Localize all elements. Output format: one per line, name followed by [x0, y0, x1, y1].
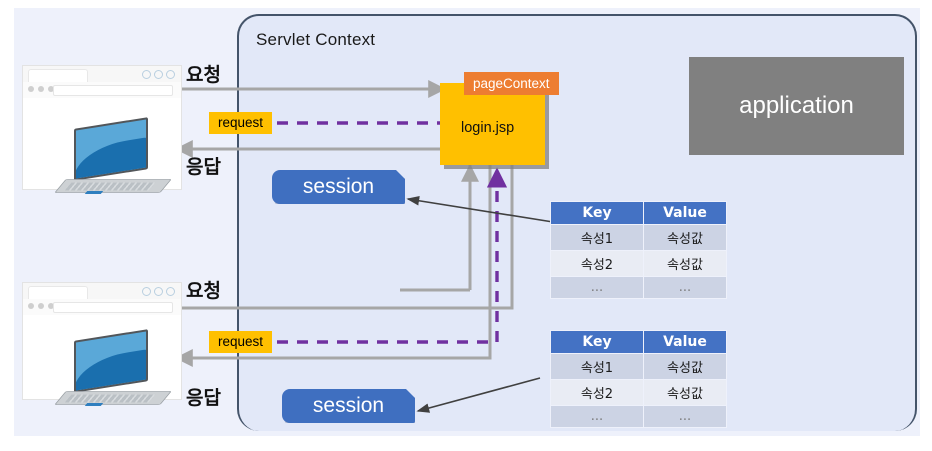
table-cell-value: ...	[643, 276, 727, 299]
browser-tab-top[interactable]	[28, 69, 88, 83]
table-cell-value: 속성값	[643, 224, 727, 251]
session-attr-table-top: Key Value 속성1 속성값 속성2 속성값 ... ...	[550, 201, 727, 299]
browser-nav-icons-top[interactable]	[28, 86, 54, 92]
browser-address-input-top[interactable]	[53, 85, 173, 96]
page-context-badge: pageContext	[464, 72, 559, 95]
browser-tabbar-top	[23, 66, 181, 83]
session-scope-box-top: session	[272, 170, 405, 204]
table-cell-key: ...	[550, 405, 644, 428]
table-header-key: Key	[550, 330, 644, 354]
window-controls-bottom[interactable]	[142, 287, 175, 296]
session-attr-table-bottom: Key Value 속성1 속성값 속성2 속성값 ... ...	[550, 330, 727, 428]
table-row: 속성2 속성값	[550, 250, 727, 277]
table-cell-value: 속성값	[643, 353, 727, 380]
table-cell-key: 속성2	[550, 379, 644, 406]
browser-address-input-bottom[interactable]	[53, 302, 173, 313]
servlet-context-label: Servlet Context	[256, 30, 376, 49]
request-scope-badge-top: request	[209, 112, 273, 135]
jsp-file-label: login.jsp	[461, 120, 515, 136]
browser-nav-icons-bottom[interactable]	[28, 303, 54, 309]
application-scope-box: application	[689, 57, 904, 155]
session-scope-box-bottom: session	[282, 389, 415, 423]
table-header-value: Value	[643, 201, 727, 225]
browser-tabbar-bottom	[23, 283, 181, 300]
table-cell-value: 속성값	[643, 250, 727, 277]
table-row: 속성1 속성값	[550, 224, 727, 251]
session-label-top: session	[302, 175, 375, 198]
table-header-row: Key Value	[550, 201, 727, 225]
table-header-key: Key	[550, 201, 644, 225]
window-controls-top[interactable]	[142, 70, 175, 79]
table-cell-value: 속성값	[643, 379, 727, 406]
application-label: application	[739, 92, 854, 119]
table-cell-key: 속성1	[550, 353, 644, 380]
label-response-top: 응답	[186, 156, 221, 178]
table-row: ... ...	[550, 276, 727, 299]
table-row: ... ...	[550, 405, 727, 428]
jsp-page-box	[440, 83, 545, 165]
table-row: 속성2 속성값	[550, 379, 727, 406]
laptop-illustration-top	[54, 117, 172, 197]
table-cell-key: 속성1	[550, 224, 644, 251]
label-request-top: 요청	[186, 64, 221, 86]
session-label-bottom: session	[312, 394, 385, 417]
request-scope-badge-bottom: request	[209, 331, 273, 354]
table-cell-key: ...	[550, 276, 644, 299]
label-response-bottom: 응답	[186, 387, 221, 409]
label-request-bottom: 요청	[186, 280, 221, 302]
table-cell-key: 속성2	[550, 250, 644, 277]
browser-tab-bottom[interactable]	[28, 286, 88, 300]
laptop-illustration-bottom	[54, 329, 172, 409]
table-header-row: Key Value	[550, 330, 727, 354]
table-row: 속성1 속성값	[550, 353, 727, 380]
table-header-value: Value	[643, 330, 727, 354]
table-cell-value: ...	[643, 405, 727, 428]
